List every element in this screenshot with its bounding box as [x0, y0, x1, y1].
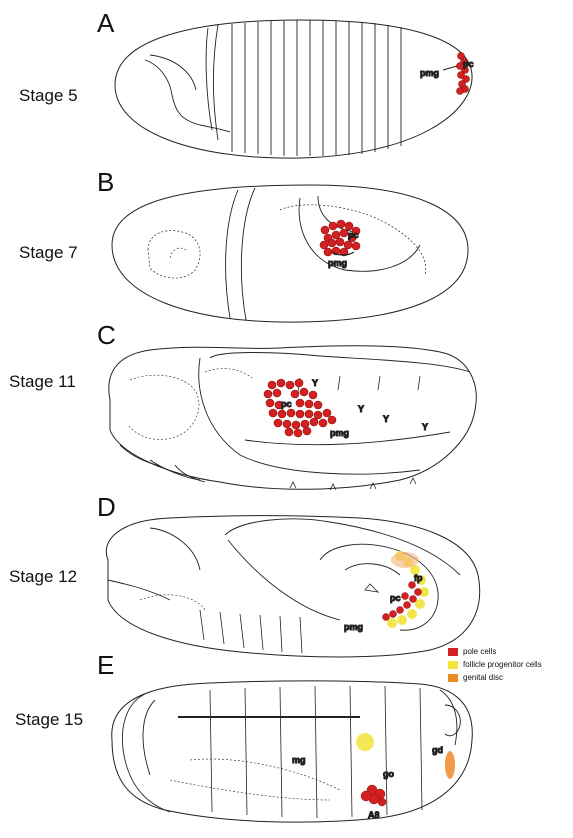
label-pc: pc — [348, 230, 359, 240]
legend-swatch — [448, 661, 458, 669]
genital-disc-d — [391, 552, 419, 568]
embryo-stage-11: pc pmg Y Y Y Y — [109, 346, 476, 490]
pole-cells-e — [361, 785, 386, 806]
label-fp: fp — [414, 573, 423, 583]
label-pmg: pmg — [328, 258, 347, 268]
label-mg: mg — [292, 755, 306, 765]
legend: pole cells follicle progenitor cells gen… — [448, 645, 542, 684]
cellularization-stripes — [145, 20, 401, 156]
legend-label: pole cells — [463, 647, 496, 656]
label-pc: pc — [281, 399, 292, 409]
legend-swatch — [448, 648, 458, 656]
label-a8: A8 — [368, 810, 380, 820]
embryo-stage-12: fp pc pmg — [106, 516, 479, 657]
legend-item-follicle-progenitor-cells: follicle progenitor cells — [448, 658, 542, 671]
pmg-leader-line — [443, 66, 457, 70]
follicle-progenitor-cells-e — [356, 733, 374, 751]
legend-item-pole-cells: pole cells — [448, 645, 542, 658]
mark-y-3: Y — [422, 422, 428, 432]
legend-item-genital-disc: genital disc — [448, 671, 542, 684]
embryo-stage-5: pmg pc — [115, 20, 474, 158]
legend-label: follicle progenitor cells — [463, 660, 542, 669]
label-pc: pc — [390, 593, 401, 603]
mark-y-4: Y — [312, 378, 318, 388]
pole-cells-c — [264, 379, 336, 437]
embryo-stage-7: pc pmg — [112, 185, 468, 322]
label-pmg: pmg — [344, 622, 363, 632]
label-pc: pc — [463, 59, 474, 69]
label-gd: gd — [432, 745, 443, 755]
mark-y-2: Y — [383, 414, 389, 424]
label-pmg: pmg — [330, 428, 349, 438]
embryo-outline — [106, 516, 479, 657]
label-pmg: pmg — [420, 68, 439, 78]
embryo-outline — [112, 681, 473, 822]
embryo-outline — [115, 20, 472, 158]
legend-label: genital disc — [463, 673, 503, 682]
genital-disc-e — [445, 751, 455, 779]
legend-swatch — [448, 674, 458, 682]
mark-y-1: Y — [358, 404, 364, 414]
embryo-stage-15: mg go gd A8 — [112, 681, 473, 822]
label-go: go — [383, 769, 394, 779]
